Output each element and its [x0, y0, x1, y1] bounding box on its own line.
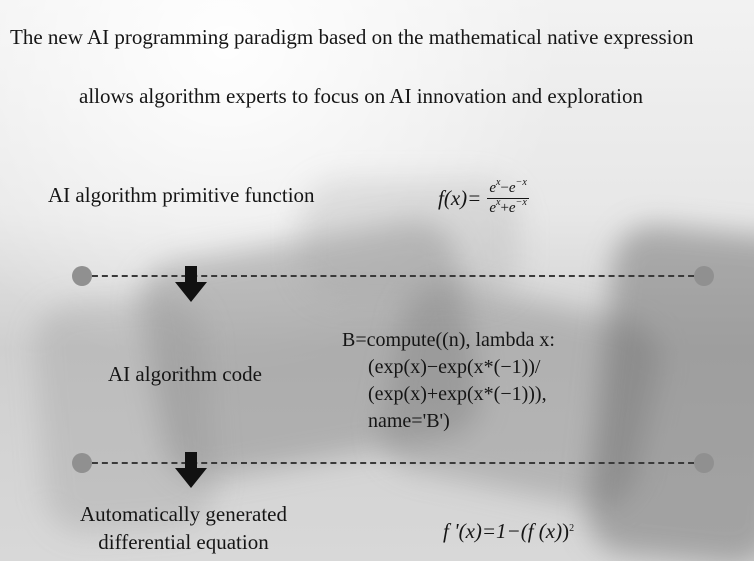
primitive-function-formula: f(x)= ex−e−x ex+e−x	[438, 177, 529, 217]
differential-equation-label: Automatically generated differential equ…	[80, 500, 287, 556]
formula-lhs: f(x)=	[438, 186, 482, 210]
formula-numerator: ex−e−x	[489, 177, 527, 197]
code-line: B=compute((n), lambda x:	[342, 329, 555, 351]
primitive-function-label: AI algorithm primitive function	[48, 183, 315, 207]
divider-end-dot	[694, 453, 714, 473]
code-line: (exp(x)−exp(x*(−1))/	[368, 356, 541, 378]
divider-end-dot	[694, 266, 714, 286]
algorithm-code-label: AI algorithm code	[108, 362, 262, 386]
code-line: name='B')	[368, 410, 450, 432]
down-arrow-icon	[175, 452, 207, 488]
label-line: Automatically generated	[80, 502, 287, 526]
label-line: differential equation	[98, 530, 269, 554]
derivative-formula: f '(x)=1−(f (x))2	[443, 519, 575, 543]
formula-denominator: ex+e−x	[489, 197, 527, 217]
fraction-bar	[487, 198, 529, 199]
dashed-divider	[82, 462, 704, 464]
headline-line-1: The new AI programming paradigm based on…	[10, 25, 694, 49]
background-blur-shape	[583, 220, 754, 561]
down-arrow-icon	[175, 266, 207, 302]
divider-end-dot	[72, 453, 92, 473]
dashed-divider	[82, 275, 704, 277]
headline-line-2: allows algorithm experts to focus on AI …	[79, 84, 643, 108]
formula-fraction: ex−e−x ex+e−x	[487, 177, 529, 217]
algorithm-code-block: B=compute((n), lambda x: (exp(x)−exp(x*(…	[342, 327, 555, 435]
divider-end-dot	[72, 266, 92, 286]
code-line: (exp(x)+exp(x*(−1))),	[368, 383, 547, 405]
